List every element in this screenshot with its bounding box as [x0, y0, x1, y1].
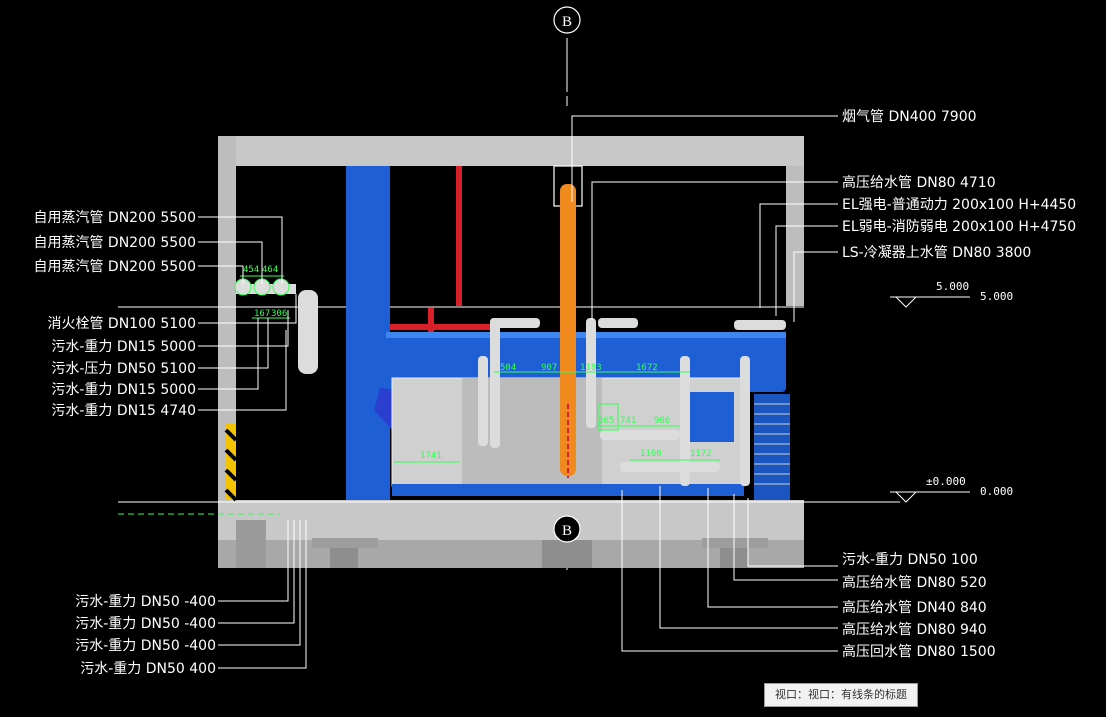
- callout-left-4: 污水-重力 DN15 5000: [51, 339, 196, 355]
- dim-365: 365: [598, 416, 614, 426]
- dim-1160: 1160: [640, 449, 662, 459]
- callout-right-1: EL强电-普通动力 200x100 H+4450: [842, 197, 1076, 213]
- level-marker-5000: 5.000 5.000: [890, 280, 1013, 308]
- dim-306: 306: [271, 309, 287, 319]
- red-pipes: [390, 166, 490, 358]
- callout-left-0: 自用蒸汽管 DN200 5500: [33, 210, 196, 226]
- callout-bottom-left-2: 污水-重力 DN50 -400: [75, 638, 216, 654]
- stair-rail: [754, 394, 790, 500]
- dim-464: 464: [262, 265, 278, 275]
- axis-label-bottom: B: [562, 523, 572, 539]
- dimension-lines: [240, 275, 720, 463]
- callout-bottom-right-2: 高压给水管 DN40 840: [842, 599, 987, 616]
- grey-pipes: [236, 284, 786, 486]
- leader-lines: [198, 115, 838, 669]
- dim-454: 454: [243, 265, 259, 275]
- dim-1172: 1172: [690, 449, 712, 459]
- callout-left-6: 污水-重力 DN15 5000: [51, 382, 196, 398]
- level-marker-0000: ±0.000 0.000: [890, 475, 1013, 503]
- callout-left-2: 自用蒸汽管 DN200 5500: [33, 259, 196, 275]
- callout-bottom-right-0: 污水-重力 DN50 100: [842, 552, 978, 568]
- dim-1183: 1183: [580, 363, 602, 373]
- axis-label-top: B: [562, 14, 572, 30]
- callout-bottom-right-1: 高压给水管 DN80 520: [842, 574, 987, 591]
- callout-left-7: 污水-重力 DN15 4740: [51, 403, 196, 419]
- left-callouts: 自用蒸汽管 DN200 5500 自用蒸汽管 DN200 5500 自用蒸汽管 …: [33, 210, 196, 419]
- callout-bottom-left-1: 污水-重力 DN50 -400: [75, 616, 216, 632]
- callout-right-0: 高压给水管 DN80 4710: [842, 174, 996, 191]
- callout-right-2: EL弱电-消防弱电 200x100 H+4750: [842, 219, 1076, 235]
- callout-bottom-right-3: 高压给水管 DN80 940: [842, 621, 987, 638]
- callout-left-5: 污水-压力 DN50 5100: [51, 361, 196, 377]
- callout-bottom-left-0: 污水-重力 DN50 -400: [75, 594, 216, 610]
- dim-1741: 1741: [420, 451, 442, 461]
- right-callouts: 高压给水管 DN80 4710 EL强电-普通动力 200x100 H+4450…: [842, 174, 1076, 261]
- level-value-5000: 5.000: [980, 290, 1013, 303]
- callout-left-1: 自用蒸汽管 DN200 5500: [33, 235, 196, 251]
- callout-flue-pipe: 烟气管 DN400 7900: [842, 109, 977, 125]
- bottom-right-callouts: 污水-重力 DN50 100 高压给水管 DN80 520 高压给水管 DN40…: [842, 552, 996, 660]
- callout-bottom-right-4: 高压回水管 DN80 1500: [842, 643, 996, 660]
- dim-167: 167: [254, 309, 270, 319]
- dim-504: 504: [500, 363, 516, 373]
- dim-966: 966: [654, 416, 670, 426]
- level-mark-5000: 5.000: [936, 280, 969, 293]
- viewport-label[interactable]: 视口：视口：有线条的标题: [764, 683, 918, 707]
- callout-right-3: LS-冷凝器上水管 DN80 3800: [842, 245, 1031, 261]
- callout-bottom-left-3: 污水-重力 DN50 400: [80, 661, 216, 677]
- level-value-0000: 0.000: [980, 485, 1013, 498]
- dim-907: 907: [541, 363, 557, 373]
- bottom-left-callouts: 污水-重力 DN50 -400 污水-重力 DN50 -400 污水-重力 DN…: [75, 594, 216, 677]
- building-shell: [118, 136, 900, 568]
- level-mark-0000: ±0.000: [926, 475, 966, 488]
- callout-left-3: 消火栓管 DN100 5100: [47, 316, 196, 332]
- vertical-blue-pipe: [346, 166, 390, 500]
- dim-741: 741: [620, 416, 636, 426]
- flue-pipe: [553, 165, 583, 478]
- axis-bubble-top: B: [553, 6, 581, 34]
- axis-bubble-bottom: B: [553, 515, 581, 543]
- dim-1672: 1672: [636, 363, 658, 373]
